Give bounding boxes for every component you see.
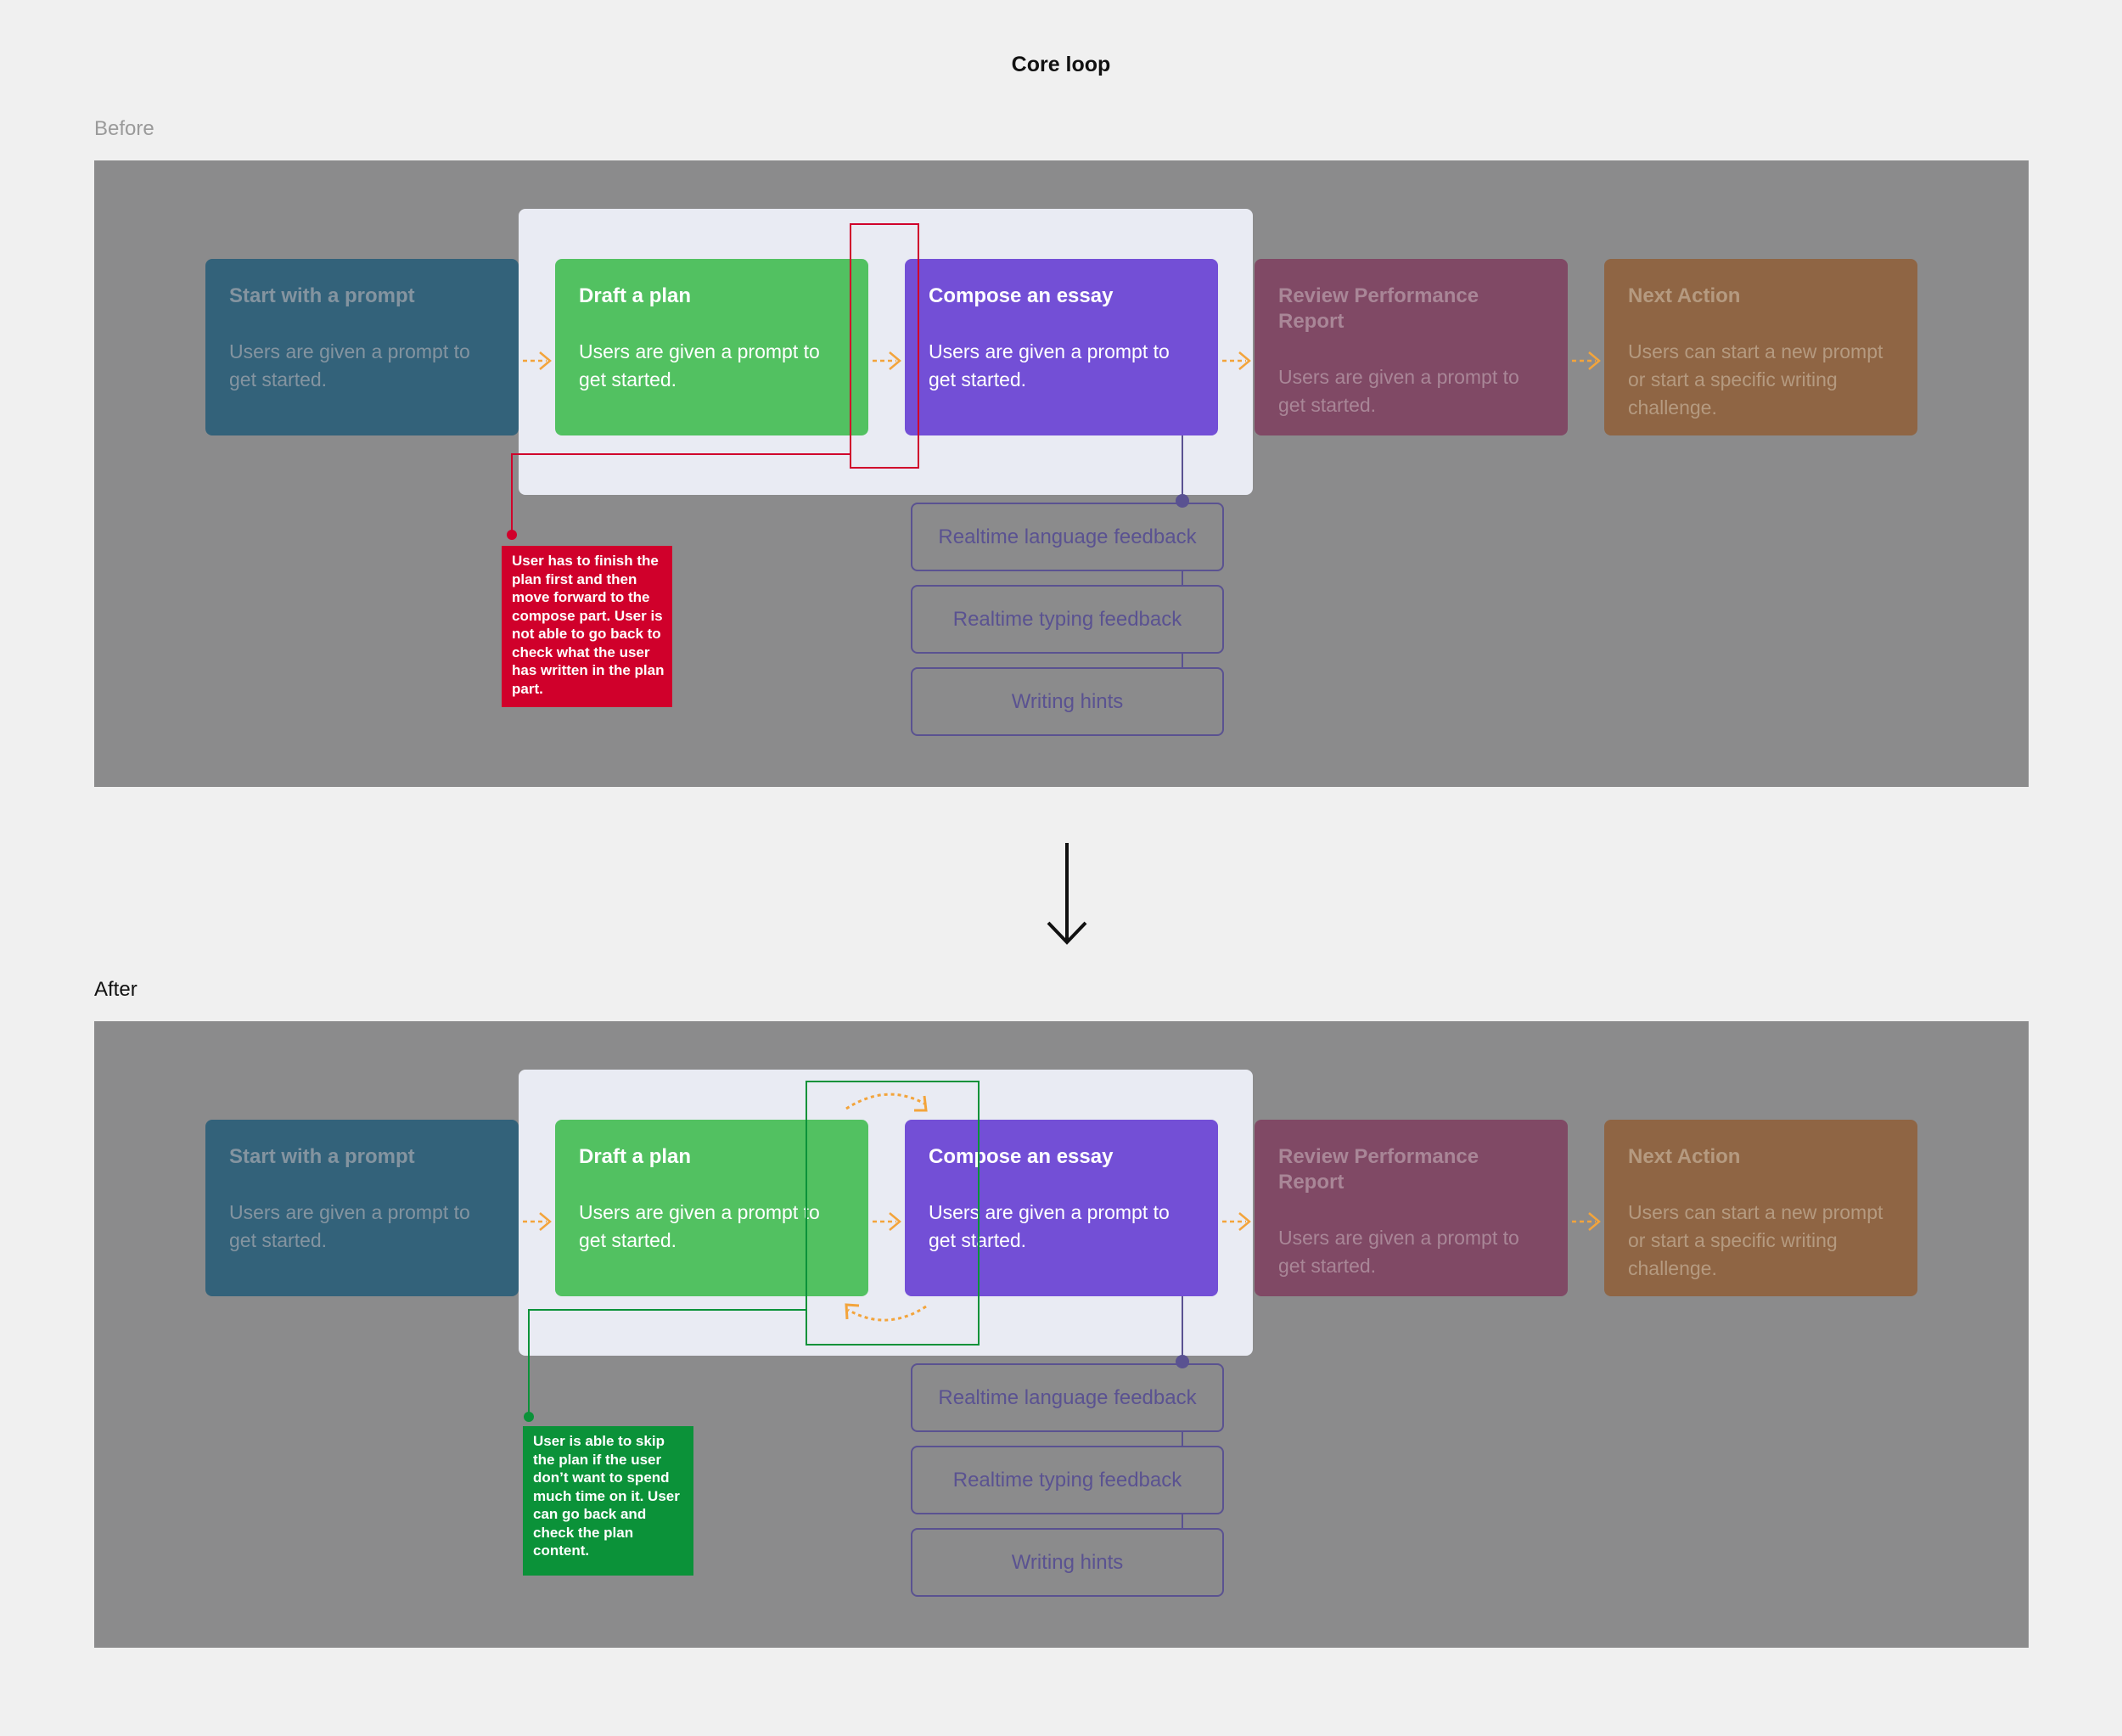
after-panel: Start with a prompt Users are given a pr… xyxy=(94,1021,2029,1648)
feature-language-feedback: Realtime language feedback xyxy=(911,1363,1224,1432)
page-title: Core loop xyxy=(1011,53,1111,76)
card-description: Users are given a prompt to get started. xyxy=(579,1201,820,1251)
before-panel: Start with a prompt Users are given a pr… xyxy=(94,160,2029,787)
feature-writing-hints: Writing hints xyxy=(911,1528,1224,1597)
feature-language-feedback: Realtime language feedback xyxy=(911,503,1224,571)
card-description: Users are given a prompt to get started. xyxy=(1278,1227,1519,1277)
feature-typing-feedback: Realtime typing feedback xyxy=(911,585,1224,654)
card-description: Users are given a prompt to get started. xyxy=(229,340,470,390)
card-description: Users are given a prompt to get started. xyxy=(929,1201,1170,1251)
card-review-report: Review Performance Report Users are give… xyxy=(1255,259,1568,435)
feature-writing-hints: Writing hints xyxy=(911,667,1224,736)
card-title: Next Action xyxy=(1628,1145,1741,1168)
card-compose-essay: Compose an essay Users are given a promp… xyxy=(905,259,1218,435)
card-title: Start with a prompt xyxy=(229,284,415,307)
solution-note: User is able to skip the plan if the use… xyxy=(523,1426,693,1576)
feature-typing-feedback: Realtime typing feedback xyxy=(911,1446,1224,1514)
card-description: Users can start a new prompt or start a … xyxy=(1628,1201,1883,1279)
after-label: After xyxy=(94,978,138,1001)
card-title: Review Performance Report xyxy=(1278,284,1479,333)
card-title: Next Action xyxy=(1628,284,1741,307)
card-title: Review Performance Report xyxy=(1278,1145,1479,1194)
card-next-action: Next Action Users can start a new prompt… xyxy=(1604,259,1917,435)
callout-dot xyxy=(507,530,517,540)
card-next-action: Next Action Users can start a new prompt… xyxy=(1604,1120,1917,1296)
card-description: Users are given a prompt to get started. xyxy=(579,340,820,390)
card-title: Start with a prompt xyxy=(229,1145,415,1168)
card-description: Users are given a prompt to get started. xyxy=(1278,366,1519,416)
card-draft-plan: Draft a plan Users are given a prompt to… xyxy=(555,259,868,435)
card-start-with-prompt: Start with a prompt Users are given a pr… xyxy=(205,1120,519,1296)
callout-dot xyxy=(524,1412,534,1422)
card-start-with-prompt: Start with a prompt Users are given a pr… xyxy=(205,259,519,435)
before-label: Before xyxy=(94,117,154,140)
down-arrow-icon xyxy=(1047,843,1087,945)
problem-note: User has to finish the plan first and th… xyxy=(502,546,672,707)
card-description: Users are given a prompt to get started. xyxy=(229,1201,470,1251)
card-title: Compose an essay xyxy=(929,1145,1114,1168)
card-description: Users are given a prompt to get started. xyxy=(929,340,1170,390)
card-compose-essay: Compose an essay Users are given a promp… xyxy=(905,1120,1218,1296)
card-review-report: Review Performance Report Users are give… xyxy=(1255,1120,1568,1296)
card-description: Users can start a new prompt or start a … xyxy=(1628,340,1883,419)
card-title: Draft a plan xyxy=(579,284,692,307)
card-title: Draft a plan xyxy=(579,1145,692,1168)
card-draft-plan: Draft a plan Users are given a prompt to… xyxy=(555,1120,868,1296)
card-title: Compose an essay xyxy=(929,284,1114,307)
